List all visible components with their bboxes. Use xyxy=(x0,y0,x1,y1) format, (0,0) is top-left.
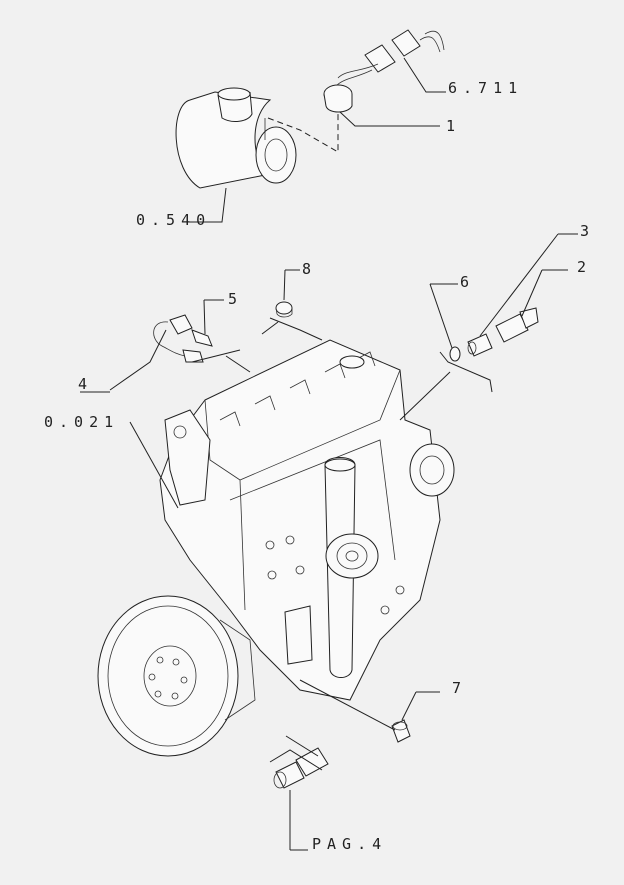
label-item-8: 8 xyxy=(302,260,317,278)
label-ref-0021: 0.021 xyxy=(44,413,119,431)
part-6-washer xyxy=(449,346,461,362)
wiring-connector-assembly xyxy=(323,29,445,113)
part-7-plug xyxy=(391,719,411,743)
label-ref-6711: 6.711 xyxy=(448,79,523,97)
label-ref-pag4: PAG.4 xyxy=(312,835,387,853)
leader-lines xyxy=(109,57,578,850)
part-5-sensor xyxy=(153,314,213,363)
label-item-7: 7 xyxy=(452,679,467,697)
part-2-sensor xyxy=(495,307,539,343)
label-item-5: 5 xyxy=(228,290,243,308)
flywheel xyxy=(97,595,256,757)
part-8-plug xyxy=(275,301,293,318)
label-item-2: 2 xyxy=(577,258,592,276)
part-3-sensor xyxy=(467,333,493,357)
label-ref-0540: 0.540 xyxy=(136,211,211,229)
cylinder-housing-0540 xyxy=(175,87,297,189)
pag4-sender xyxy=(273,747,329,789)
label-item-1: 1 xyxy=(446,117,461,135)
engine-block xyxy=(159,339,455,701)
label-item-4: 4 xyxy=(78,375,93,393)
label-item-3: 3 xyxy=(580,222,595,240)
label-item-6: 6 xyxy=(460,273,475,291)
